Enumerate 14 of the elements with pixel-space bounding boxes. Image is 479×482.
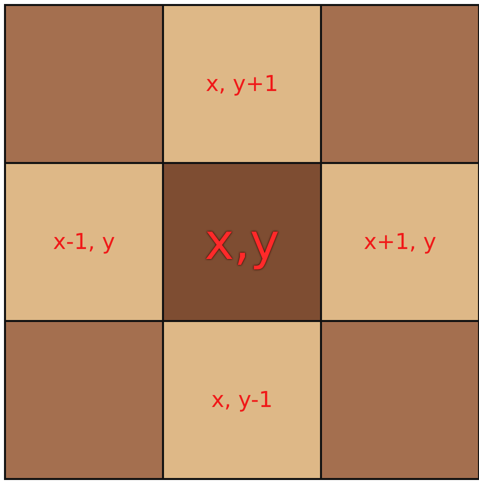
- grid-square: [162, 4, 322, 164]
- grid-square: [162, 162, 322, 322]
- grid-square: [320, 4, 479, 164]
- grid-square: [4, 4, 164, 164]
- coordinate-label: x, y-1: [211, 388, 273, 412]
- grid-square: [4, 320, 164, 480]
- coordinate-label: x-1, y: [53, 230, 115, 254]
- coordinate-label: x, y+1: [206, 72, 278, 96]
- grid-square: [4, 162, 164, 322]
- grid-square: [162, 320, 322, 480]
- coordinate-label: x,y: [204, 213, 280, 271]
- grid-square: [320, 162, 479, 322]
- coordinate-label: x+1, y: [364, 230, 436, 254]
- grid-square: [320, 320, 479, 480]
